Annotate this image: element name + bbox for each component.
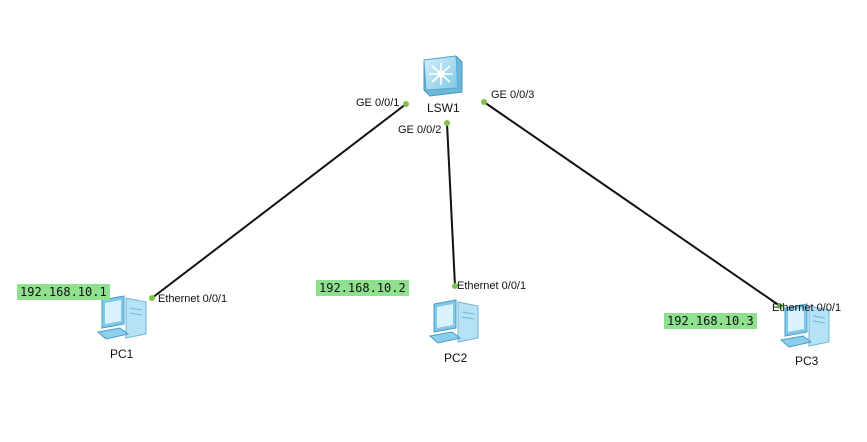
switch-name-label: LSW1 [427,101,460,115]
link-lsw1-pc1[interactable] [151,103,407,299]
link-lsw1-pc3[interactable] [483,101,781,307]
port-label-ge003: GE 0/0/3 [491,89,535,101]
pc2-ip-label[interactable]: 192.168.10.2 [316,280,409,296]
pc3-name-label: PC3 [795,354,819,368]
pc1-port-label: Ethernet 0/0/1 [158,293,228,305]
port-label-ge002: GE 0/0/2 [398,124,442,136]
pc1-ip-label[interactable]: 192.168.10.1 [17,284,110,300]
pc-icon[interactable] [96,294,150,340]
pc2-name-label: PC2 [444,351,468,365]
switch-icon[interactable] [420,54,464,98]
port-dot-ge001 [403,101,409,107]
port-dot-pc3-eth [777,303,783,309]
pc2-port-label: Ethernet 0/0/1 [457,280,527,292]
port-dot-ge002 [444,120,450,126]
port-dot-pc2-eth [452,283,458,289]
port-label-ge001: GE 0/0/1 [356,97,400,109]
link-lsw1-pc2[interactable] [446,122,456,287]
port-dot-pc1-eth [149,295,155,301]
pc3-port-label: Ethernet 0/0/1 [772,302,842,314]
pc3-ip-label[interactable]: 192.168.10.3 [664,313,757,329]
port-dot-ge003 [481,99,487,105]
pc-icon[interactable] [779,302,833,348]
pc1-name-label: PC1 [110,347,134,361]
pc-icon[interactable] [428,298,482,344]
